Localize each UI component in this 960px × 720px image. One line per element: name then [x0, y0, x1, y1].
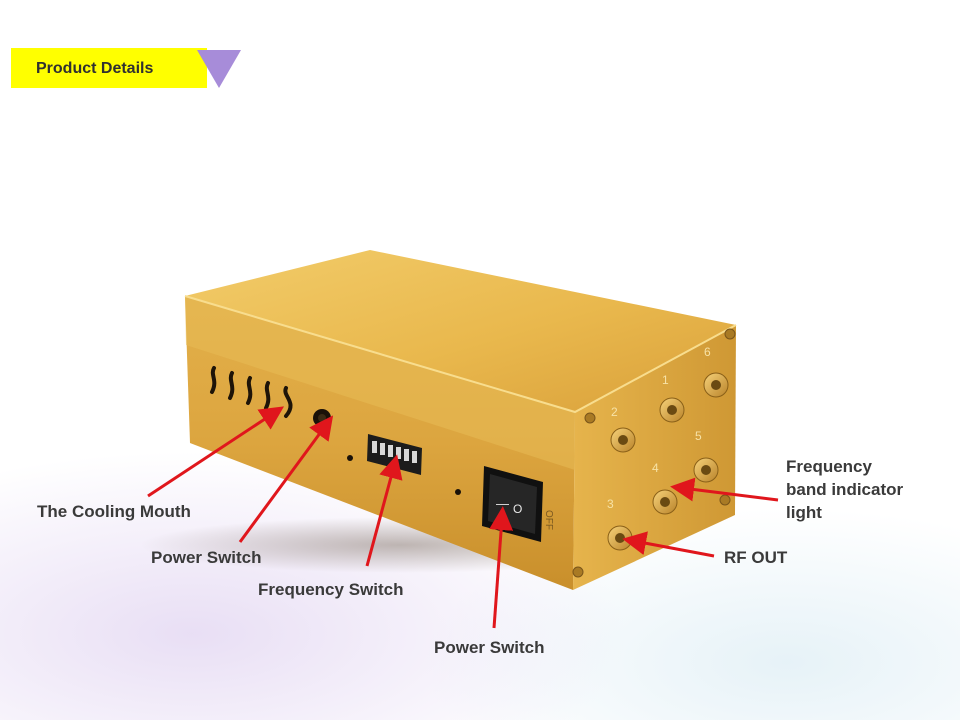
device-top-panel: [185, 250, 736, 412]
section-header: Product Details: [11, 48, 241, 90]
label-cooling-mouth: The Cooling Mouth: [37, 502, 191, 521]
port-number: 5: [695, 429, 702, 443]
port-number: 2: [611, 405, 618, 419]
jammer-device: — O OFF 1 2 3 4 5 6: [184, 250, 737, 590]
cooling-vents: [210, 366, 293, 418]
label-band-indicator-line: band indicator: [786, 480, 904, 499]
port-number: 3: [607, 497, 614, 511]
callout-arrows: [147, 406, 779, 629]
header-bar: [11, 48, 207, 88]
port-number: 4: [652, 461, 659, 475]
label-rf-out: RF OUT: [724, 548, 788, 567]
port-number: 6: [704, 345, 711, 359]
port-number: 1: [662, 373, 669, 387]
arrow-rf-out: [622, 531, 715, 558]
header-title: Product Details: [36, 60, 154, 77]
arrow-frequency-switch: [365, 454, 403, 567]
arrow-indicator-light: [670, 477, 779, 502]
rocker-on-symbol: —: [496, 496, 509, 511]
label-band-indicator-line: Frequency: [786, 457, 872, 476]
label-power-switch-bottom: Power Switch: [434, 638, 545, 657]
sma-connector: [693, 457, 719, 483]
label-band-indicator-line: light: [786, 503, 822, 522]
label-power-switch-left: Power Switch: [151, 548, 262, 567]
screw: [724, 328, 736, 340]
label-band-indicator: Frequency band indicator light: [786, 455, 903, 524]
device-front-rim: [185, 296, 575, 470]
sma-connector: [659, 397, 685, 423]
sma-connector: [607, 525, 633, 551]
arrow-power-jack: [238, 415, 334, 543]
header-triangle-icon: [197, 50, 241, 88]
sma-connector: [703, 372, 729, 398]
rocker-off-symbol: O: [513, 502, 522, 516]
rf-connectors: [607, 372, 729, 551]
switch-off-label: OFF: [543, 510, 554, 530]
screw: [584, 412, 596, 424]
screw: [572, 566, 584, 578]
sma-connector: [610, 427, 636, 453]
arrow-rocker-switch: [489, 506, 514, 629]
screw: [719, 494, 731, 506]
sma-connector: [652, 489, 678, 515]
arrow-cooling-mouth: [147, 406, 285, 498]
label-frequency-switch: Frequency Switch: [258, 580, 404, 599]
